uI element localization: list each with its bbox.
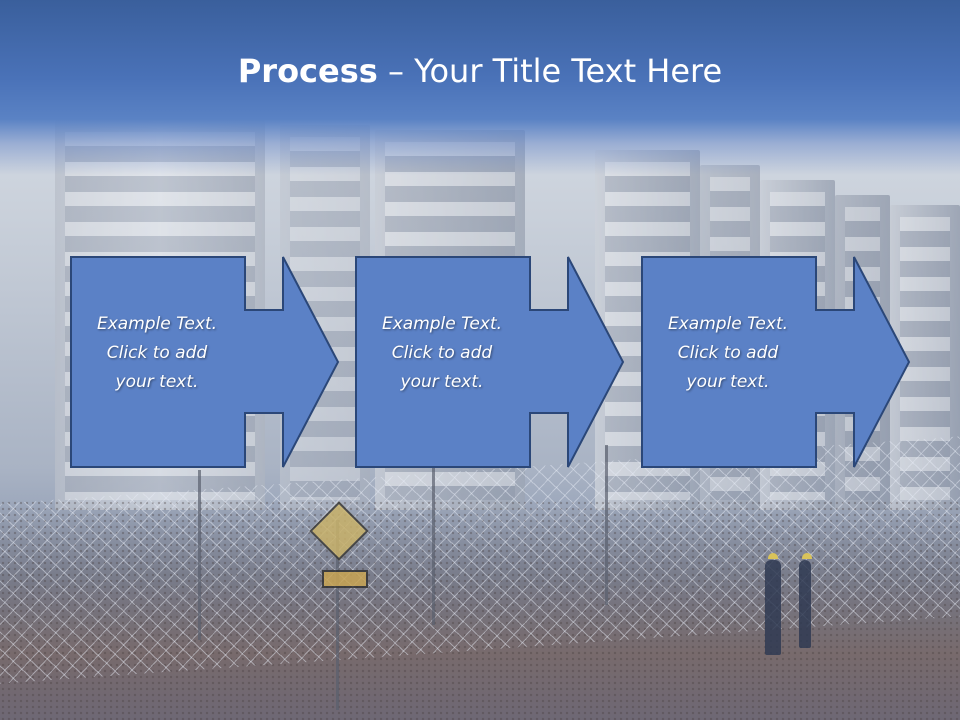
hard-hat bbox=[768, 553, 778, 559]
title-rest: – Your Title Text Here bbox=[377, 52, 723, 90]
title-bar: Process – Your Title Text Here bbox=[0, 0, 960, 175]
step-text[interactable]: Example Text. Click to add your text. bbox=[381, 314, 503, 392]
step-arrow-shape bbox=[70, 256, 340, 468]
step-text[interactable]: Example Text. Click to add your text. bbox=[667, 314, 789, 392]
fence-post bbox=[198, 470, 201, 640]
process-step-3[interactable]: Example Text. Click to add your text. bbox=[641, 256, 911, 468]
fence-post bbox=[605, 445, 608, 605]
worker-figure bbox=[799, 560, 811, 648]
process-step-1[interactable]: Example Text. Click to add your text. bbox=[70, 256, 340, 468]
sign-post bbox=[336, 520, 339, 710]
process-step-2[interactable]: Example Text. Click to add your text. bbox=[355, 256, 625, 468]
step-arrow-shape bbox=[355, 256, 625, 468]
title-bold: Process bbox=[237, 52, 378, 90]
step-arrow-shape bbox=[641, 256, 911, 468]
warning-sign bbox=[322, 570, 368, 588]
fence-post bbox=[432, 455, 435, 625]
hard-hat bbox=[802, 553, 812, 559]
slide-title: Process – Your Title Text Here bbox=[0, 52, 960, 90]
worker-figure bbox=[765, 560, 781, 655]
step-text[interactable]: Example Text. Click to add your text. bbox=[96, 314, 218, 392]
